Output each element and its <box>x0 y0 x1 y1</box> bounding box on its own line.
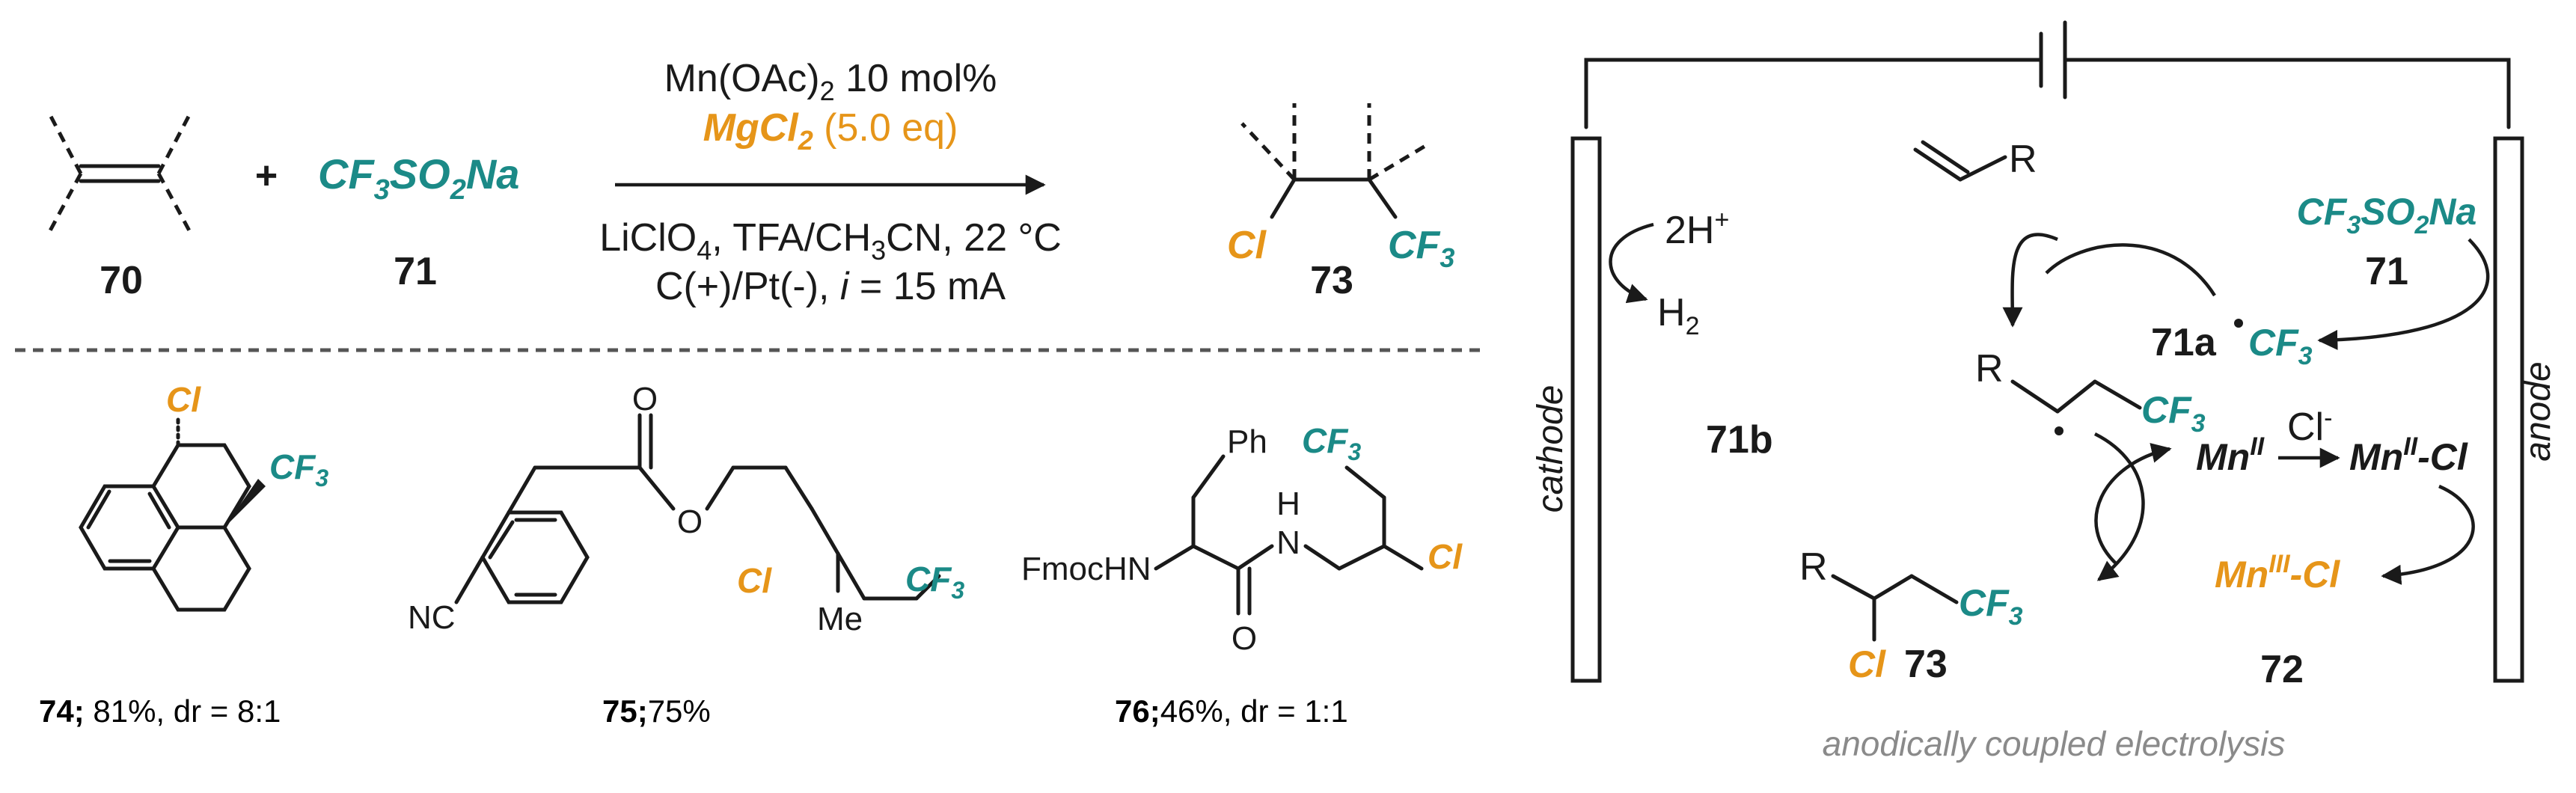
example-75-yield: 75;75% <box>602 694 711 729</box>
condition-additive: MgCl2 (5.0 eq) <box>703 106 958 156</box>
product-73-structure <box>1240 103 1427 219</box>
condition-electrolyte: LiClO4, TFA/CH3CN, 22 °C <box>599 216 1062 266</box>
radical-71b-r: R <box>1975 347 2004 391</box>
ex74-cl: Cl <box>166 380 201 419</box>
example-76-yield: 76;46%, dr = 1:1 <box>1115 694 1348 729</box>
ex76-ph: Ph <box>1227 423 1267 460</box>
plus-sign: + <box>255 154 278 198</box>
anode-oxidation-arc <box>2381 484 2475 585</box>
oxidation-arrow <box>2317 238 2490 350</box>
condition-electrodes: C(+)/Pt(-), i = 15 mA <box>655 265 1006 308</box>
alkene-substrate <box>1913 140 2007 182</box>
product-73-cl: Cl <box>1848 643 1886 685</box>
anode-label: anode <box>2518 361 2558 461</box>
compound-75-structure <box>454 413 941 604</box>
ex76-o: O <box>1232 620 1257 657</box>
compound-76-structure <box>1154 454 1424 616</box>
compound-70-label: 70 <box>100 259 143 302</box>
mn-cycle-left-arc-2 <box>2094 443 2172 566</box>
cf3-radical: CF3 <box>2248 322 2313 370</box>
ex75-o-carbonyl: O <box>632 381 658 417</box>
compound-71-cycle-label: 71 <box>2365 250 2408 293</box>
product-73-cycle-structure <box>1831 574 1959 642</box>
ex75-cf3: CF3 <box>905 560 964 604</box>
electrode-circuit <box>1584 20 2511 129</box>
compound-72-label: 72 <box>2260 648 2304 691</box>
mn-ii-label: MnII <box>2196 432 2266 478</box>
compound-71a-label: 71a <box>2151 321 2217 364</box>
compound-71b-label: 71b <box>1706 418 1773 462</box>
compound-73-label: 73 <box>1310 259 1353 302</box>
compound-71-label: 71 <box>394 250 437 293</box>
chloride-label: Cl- <box>2287 404 2332 449</box>
ex75-nc: NC <box>408 599 456 636</box>
radical-addition-arrow <box>2045 243 2216 297</box>
cathode-electrode <box>1570 136 1602 683</box>
ex75-me: Me <box>817 601 863 637</box>
cathode-arrow <box>1609 222 1654 304</box>
product-73-cf3: CF3 <box>1959 582 2023 631</box>
ex76-cl: Cl <box>1428 537 1463 576</box>
h2-label: H2 <box>1657 291 1699 340</box>
radical-dot-71a <box>2234 319 2243 328</box>
ex76-fmochn: FmocHN <box>1021 551 1151 587</box>
protons-label: 2H+ <box>1665 206 1729 252</box>
radical-dot-71b <box>2055 426 2063 435</box>
addition-arrow-down <box>2002 233 2058 328</box>
example-74-yield: 74; 81%, dr = 8:1 <box>39 694 281 729</box>
ex76-h: H <box>1276 486 1300 522</box>
radical-71b-structure <box>2010 379 2142 414</box>
compound-74-structure <box>79 417 266 612</box>
product-73-r: R <box>1799 545 1828 589</box>
reagent-cf3so2na: CF3SO2Na <box>318 150 519 206</box>
mn-cycle-left-arc <box>2093 432 2145 581</box>
mn-ii-cl-label: MnII-Cl <box>2349 432 2468 478</box>
ex74-cf3: CF3 <box>269 447 328 492</box>
anode-electrode <box>2493 136 2524 683</box>
product-cf3-label: CF3 <box>1388 224 1454 273</box>
alkene-70-structure <box>46 111 193 235</box>
ex75-o-ester: O <box>677 503 703 540</box>
cathode-label: cathode <box>1531 385 1570 513</box>
ex76-n: N <box>1276 524 1300 561</box>
radical-71b-cf3: CF3 <box>2141 389 2206 438</box>
condition-catalyst: Mn(OAc)2 10 mol% <box>664 57 997 106</box>
anode-reagent: CF3SO2Na <box>2297 191 2477 239</box>
cycle-caption: anodically coupled electrolysis <box>1823 724 2286 763</box>
mn-iii-cl-label: MnIII-Cl <box>2215 550 2340 595</box>
alkene-r: R <box>2009 138 2037 181</box>
ex75-cl: Cl <box>737 561 772 600</box>
ex76-cf3: CF3 <box>1302 421 1361 465</box>
compound-73-cycle-label: 73 <box>1904 643 1948 686</box>
product-cl-label: Cl <box>1227 224 1267 267</box>
